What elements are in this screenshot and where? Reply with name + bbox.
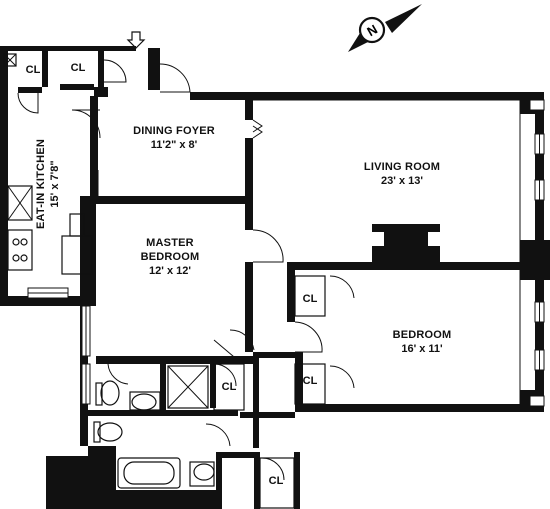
compass-icon: N	[348, 4, 422, 52]
room-labels: DINING FOYER 11'2" x 8' LIVING ROOM 23' …	[35, 125, 451, 355]
living-room-dims: 23' x 13'	[381, 175, 423, 187]
closet-label: CL	[222, 381, 237, 393]
bath-fixtures	[93, 365, 215, 489]
living-room-name: LIVING ROOM	[364, 161, 440, 173]
windows	[27, 99, 545, 407]
kitchen-dims: 15' x 7'8"	[49, 160, 61, 207]
bedroom-dims: 16' x 11'	[401, 343, 443, 355]
walls	[0, 46, 550, 509]
closet-labels: CL CL CL CL CL CL	[26, 62, 318, 487]
master-bedroom-dims: 12' x 12'	[149, 265, 191, 277]
master-bedroom-name-1: MASTER	[146, 237, 194, 249]
closet-label: CL	[71, 62, 86, 74]
dining-foyer-name: DINING FOYER	[133, 125, 215, 137]
closet-label: CL	[303, 375, 318, 387]
doors	[3, 53, 521, 509]
closet-label: CL	[26, 64, 41, 76]
bedroom-name: BEDROOM	[393, 329, 452, 341]
closet-label: CL	[269, 475, 284, 487]
master-bedroom-name-2: BEDROOM	[141, 251, 200, 263]
kitchen-fixtures	[7, 185, 93, 275]
kitchen-name: EAT-IN KITCHEN	[35, 139, 47, 229]
closet-label: CL	[303, 293, 318, 305]
dining-foyer-dims: 11'2" x 8'	[151, 139, 198, 151]
entry-arrow-icon	[126, 31, 146, 49]
